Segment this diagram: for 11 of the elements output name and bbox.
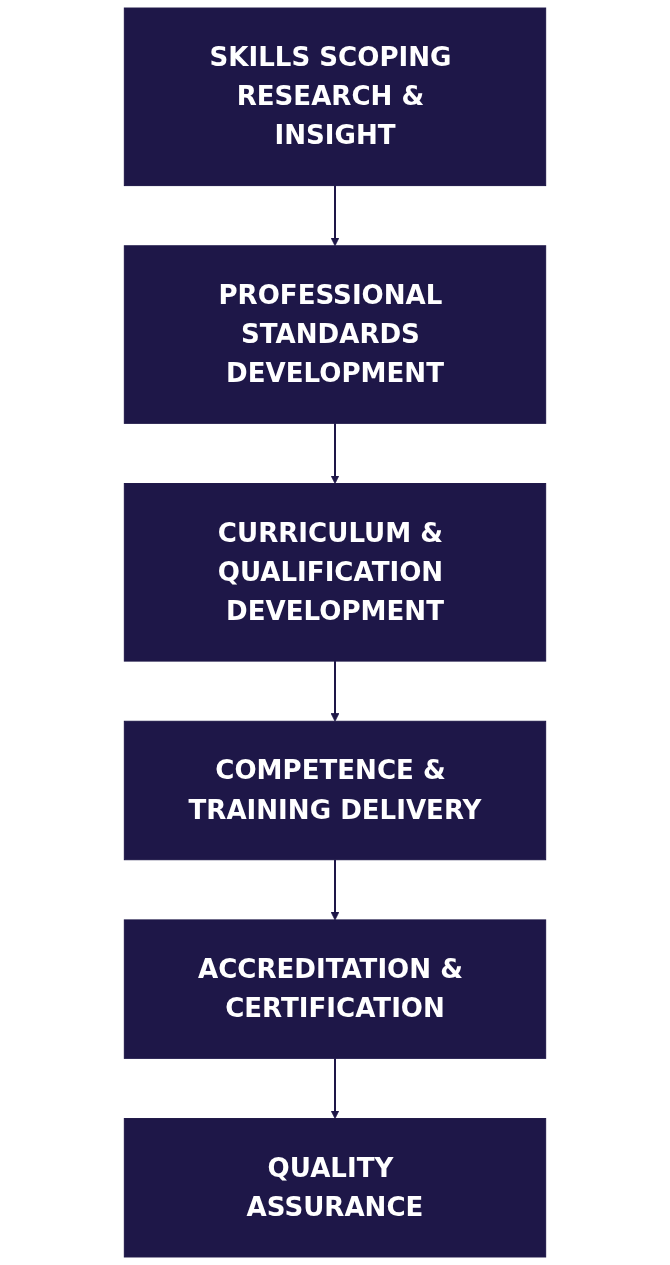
arrow (330, 859, 340, 921)
arrow (330, 661, 340, 722)
node-box: ACCREDITATION & CERTIFICATION (123, 919, 547, 1059)
node-box: SKILLS SCOPING RESEARCH & INSIGHT (123, 7, 547, 187)
arrow (330, 185, 340, 247)
arrow (330, 423, 340, 484)
node-box: PROFESSIONAL STANDARDS DEVELOPMENT (123, 245, 547, 424)
node-box: COMPETENCE & TRAINING DELIVERY (123, 720, 547, 861)
arrow (330, 1058, 340, 1119)
node-box: QUALITY ASSURANCE (123, 1118, 547, 1258)
node-box: CURRICULUM & QUALIFICATION DEVELOPMENT (123, 483, 547, 662)
